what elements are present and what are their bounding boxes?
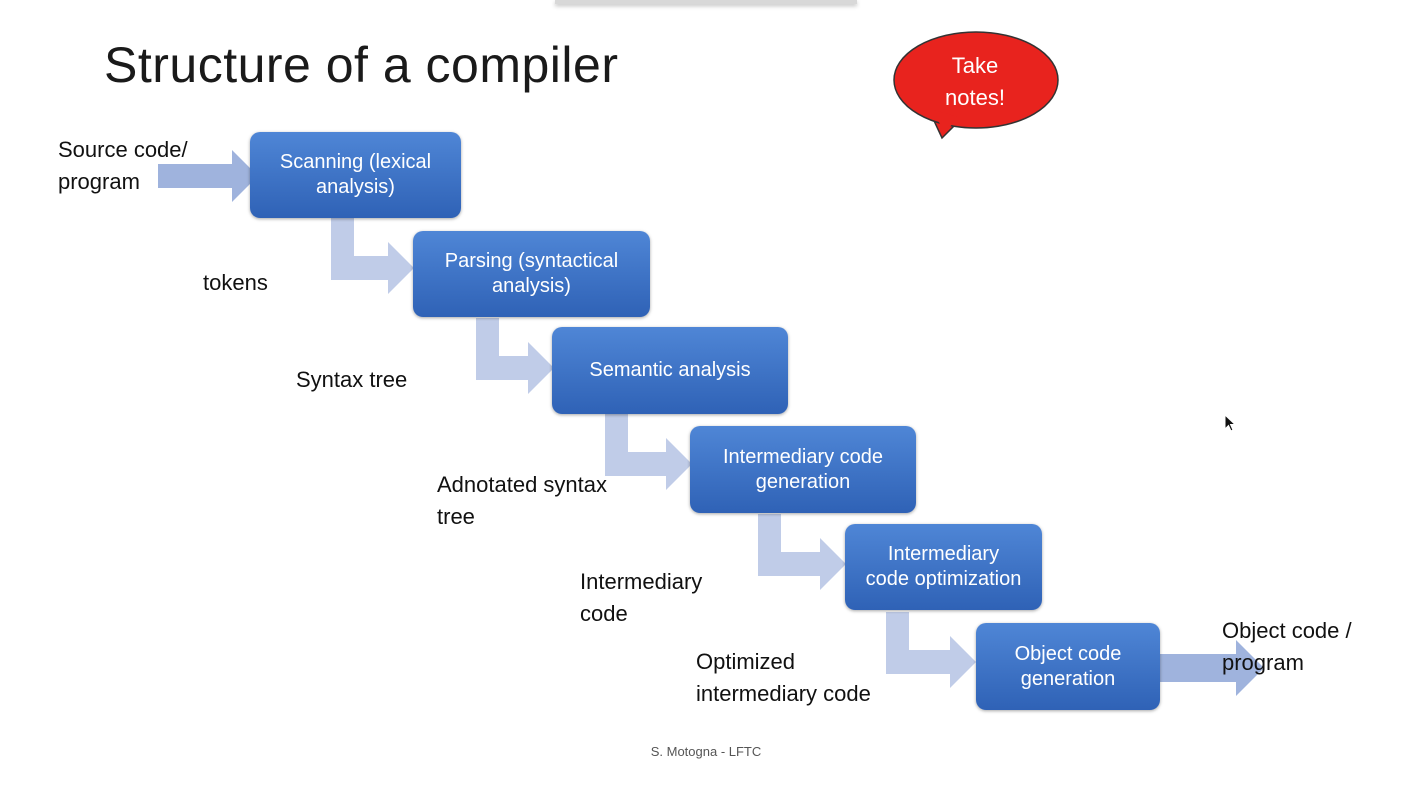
label-intermediary-code: Intermediary code — [580, 569, 703, 626]
slide-footer: S. Motogna - LFTC — [650, 744, 762, 759]
input-arrow — [158, 150, 258, 202]
callout-bubble — [893, 31, 1059, 140]
output-label: Object code / program — [1222, 618, 1352, 675]
label-tokens: tokens — [203, 270, 268, 295]
flow-arrow-intermediary-code — [758, 514, 846, 590]
input-label: Source code/ program — [58, 137, 188, 194]
label-optimized-intermediary-code: Optimized intermediary code — [696, 649, 871, 706]
flow-arrow-tokens — [331, 218, 414, 294]
stage-semantic-analysis: Semantic analysis — [552, 327, 788, 414]
slide-title: Structure of a compiler — [104, 37, 619, 93]
output-arrow — [1160, 640, 1264, 696]
window-top-bar — [555, 0, 857, 4]
flow-arrow-annotated-tree — [605, 414, 692, 490]
flow-arrow-optimized-code — [886, 612, 976, 688]
label-syntax-tree: Syntax tree — [296, 367, 408, 392]
flow-arrow-syntax-tree — [476, 318, 554, 394]
callout-text: Take notes! — [945, 53, 1005, 110]
mouse-cursor-icon — [1224, 414, 1237, 432]
label-annotated-syntax-tree: Adnotated syntax tree — [437, 472, 608, 529]
